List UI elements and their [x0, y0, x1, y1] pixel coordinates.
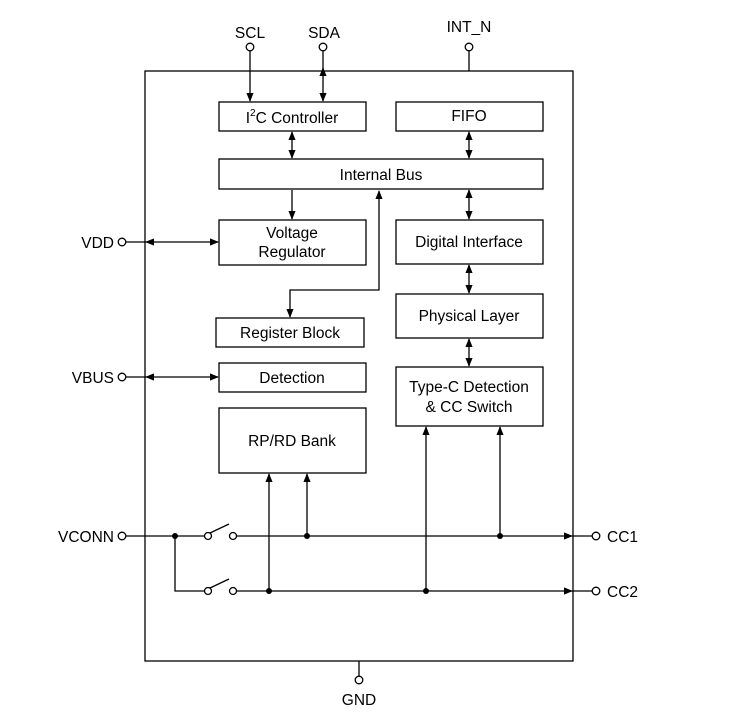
internal-bus-block — [218, 158, 544, 190]
fifo-block — [395, 101, 544, 132]
digital-interface-label: Digital Interface — [415, 234, 523, 251]
type-c-detection-label-line1: Type-C Detection — [409, 379, 529, 396]
switch-cc1-left-contact — [203, 531, 213, 541]
cc1-pin-label: CC1 — [607, 529, 638, 546]
register-block — [215, 317, 365, 348]
int-n-pin — [464, 42, 474, 52]
voltage-regulator-label-line1: Voltage — [266, 225, 318, 242]
i2c-controller-label: I2C Controller — [246, 108, 339, 127]
switch-cc1-blade — [209, 523, 230, 534]
gnd-pin — [354, 675, 364, 685]
internal-bus-label: Internal Bus — [340, 167, 423, 184]
fifo-label: FIFO — [451, 108, 486, 125]
vconn-branch-wire — [174, 536, 204, 592]
sda-pin — [318, 42, 328, 52]
cc1-pin — [591, 531, 601, 541]
i2c-controller-block — [218, 101, 367, 132]
vbus-pin-label: VBUS — [72, 370, 114, 387]
switch-cc2-left-contact — [203, 586, 213, 596]
int-n-pin-label: INT_N — [447, 19, 492, 36]
rprd-cc2-junction — [266, 588, 272, 594]
physical-layer-label: Physical Layer — [419, 308, 520, 325]
vdd-pin-label: VDD — [81, 235, 114, 252]
switch-cc1-right-contact — [228, 531, 238, 541]
bus-register-arrow — [286, 190, 383, 318]
type-c-detection-block — [395, 366, 544, 427]
register-block-label: Register Block — [240, 325, 340, 342]
rprd-cc1-junction — [304, 533, 310, 539]
type-c-detection-label-line2: & CC Switch — [426, 399, 513, 416]
typec-cc1-junction — [497, 533, 503, 539]
vconn-pin-label: VCONN — [58, 529, 114, 546]
typec-cc2-junction — [423, 588, 429, 594]
vbus-pin — [117, 372, 127, 382]
detection-block — [218, 362, 367, 393]
vconn-pin — [117, 531, 127, 541]
scl-pin-label: SCL — [235, 25, 266, 42]
digital-interface-block — [395, 219, 544, 265]
cc2-pin-label: CC2 — [607, 584, 638, 601]
voltage-regulator-label-line2: Regulator — [258, 244, 325, 261]
sda-pin-label: SDA — [308, 25, 341, 42]
scl-pin — [245, 42, 255, 52]
vdd-pin — [117, 237, 127, 247]
switch-cc2-blade — [209, 578, 230, 589]
cc2-pin — [591, 586, 601, 596]
gnd-pin-label: GND — [342, 692, 376, 709]
detection-label: Detection — [259, 370, 324, 387]
switch-cc2-right-contact — [228, 586, 238, 596]
physical-layer-block — [395, 293, 544, 339]
rp-rd-bank-block — [218, 407, 367, 474]
rp-rd-bank-label: RP/RD Bank — [248, 433, 336, 450]
